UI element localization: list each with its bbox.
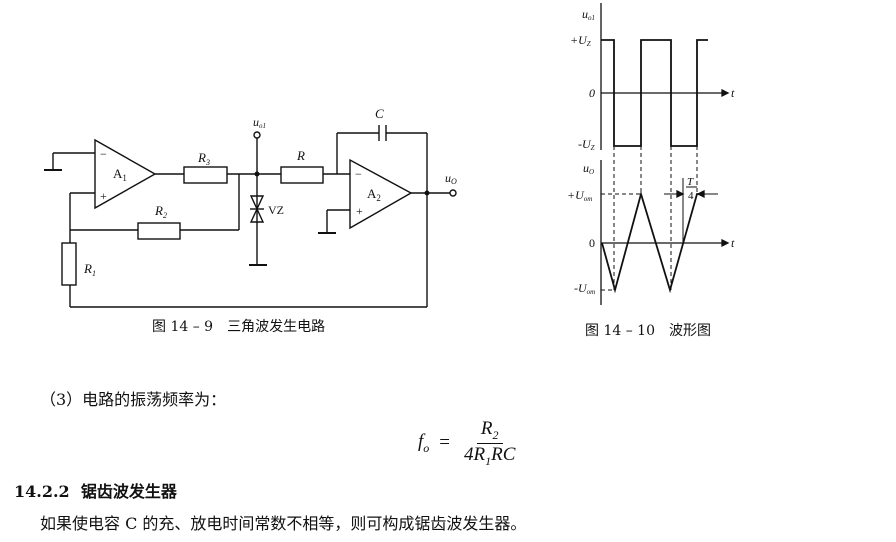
resistor-r2 (137, 222, 181, 240)
r3-label: R3 (197, 150, 210, 167)
paragraph: 如果使电容 C 的充、放电时间常数不相等，则可构成锯齿波发生器。 (40, 514, 527, 533)
section-heading: 14.2.2 锯齿波发生器 (14, 482, 177, 501)
a2-plus: + (356, 204, 363, 218)
triangle-wave-circuit (44, 125, 457, 308)
a2-minus: − (355, 167, 362, 181)
r2-label: R2 (154, 203, 167, 220)
uo-label: uO (445, 171, 457, 186)
op-amp-a1 (94, 138, 157, 210)
upper-pos-label: +UZ (570, 33, 591, 48)
period-denominator: 4 (688, 190, 694, 202)
uo1-axis-label: uo1 (582, 7, 595, 22)
waveform-labels: uo1 +UZ 0 -UZ t uO +Uom 0 -Uom t T 4 (567, 7, 735, 296)
figure-14-10-caption: 图 14 – 10 波形图 (585, 323, 711, 339)
uo1-terminal (253, 131, 261, 139)
upper-zero-label: 0 (589, 86, 595, 100)
resistor-r (280, 166, 324, 184)
uo-axis-label: uO (583, 161, 594, 176)
frequency-formula: fo = R2 4R1RC (418, 418, 519, 469)
a2-label: A2 (367, 186, 381, 203)
period-numerator: T (687, 176, 694, 188)
upper-t-label: t (731, 86, 735, 100)
uo1-label: uo1 (253, 115, 266, 130)
lower-t-label: t (731, 236, 735, 250)
a1-plus: + (100, 189, 107, 203)
item-3-text: （3）电路的振荡频率为： (40, 390, 227, 409)
c-label: C (375, 106, 384, 121)
waveform-diagram (600, 3, 730, 305)
uo-terminal (449, 189, 457, 197)
resistor-r1 (61, 242, 77, 286)
upper-neg-label: -UZ (578, 137, 595, 152)
formula-equals: = (439, 432, 450, 454)
resistor-r3 (183, 166, 228, 184)
zener-diode-vz (249, 195, 265, 223)
circuit-labels: − + A1 − + A2 R3 R R2 R1 C VZ uo1 uO (83, 106, 457, 278)
figure-14-9-caption: 图 14 – 9 三角波发生电路 (152, 319, 326, 335)
op-amp-a2 (349, 158, 413, 230)
lower-zero-label: 0 (589, 236, 595, 250)
vz-label: VZ (268, 203, 284, 217)
lower-neg-label: -Uom (574, 281, 595, 296)
r-label: R (296, 148, 305, 163)
a1-label: A1 (113, 166, 127, 183)
square-wave (601, 39, 708, 147)
triangle-wave (601, 190, 700, 294)
lower-pos-label: +Uom (567, 188, 592, 203)
r1-label: R1 (83, 261, 96, 278)
a1-minus: − (100, 147, 107, 161)
formula-lhs: fo (418, 430, 430, 455)
formula-fraction: R2 4R1RC (464, 418, 516, 468)
